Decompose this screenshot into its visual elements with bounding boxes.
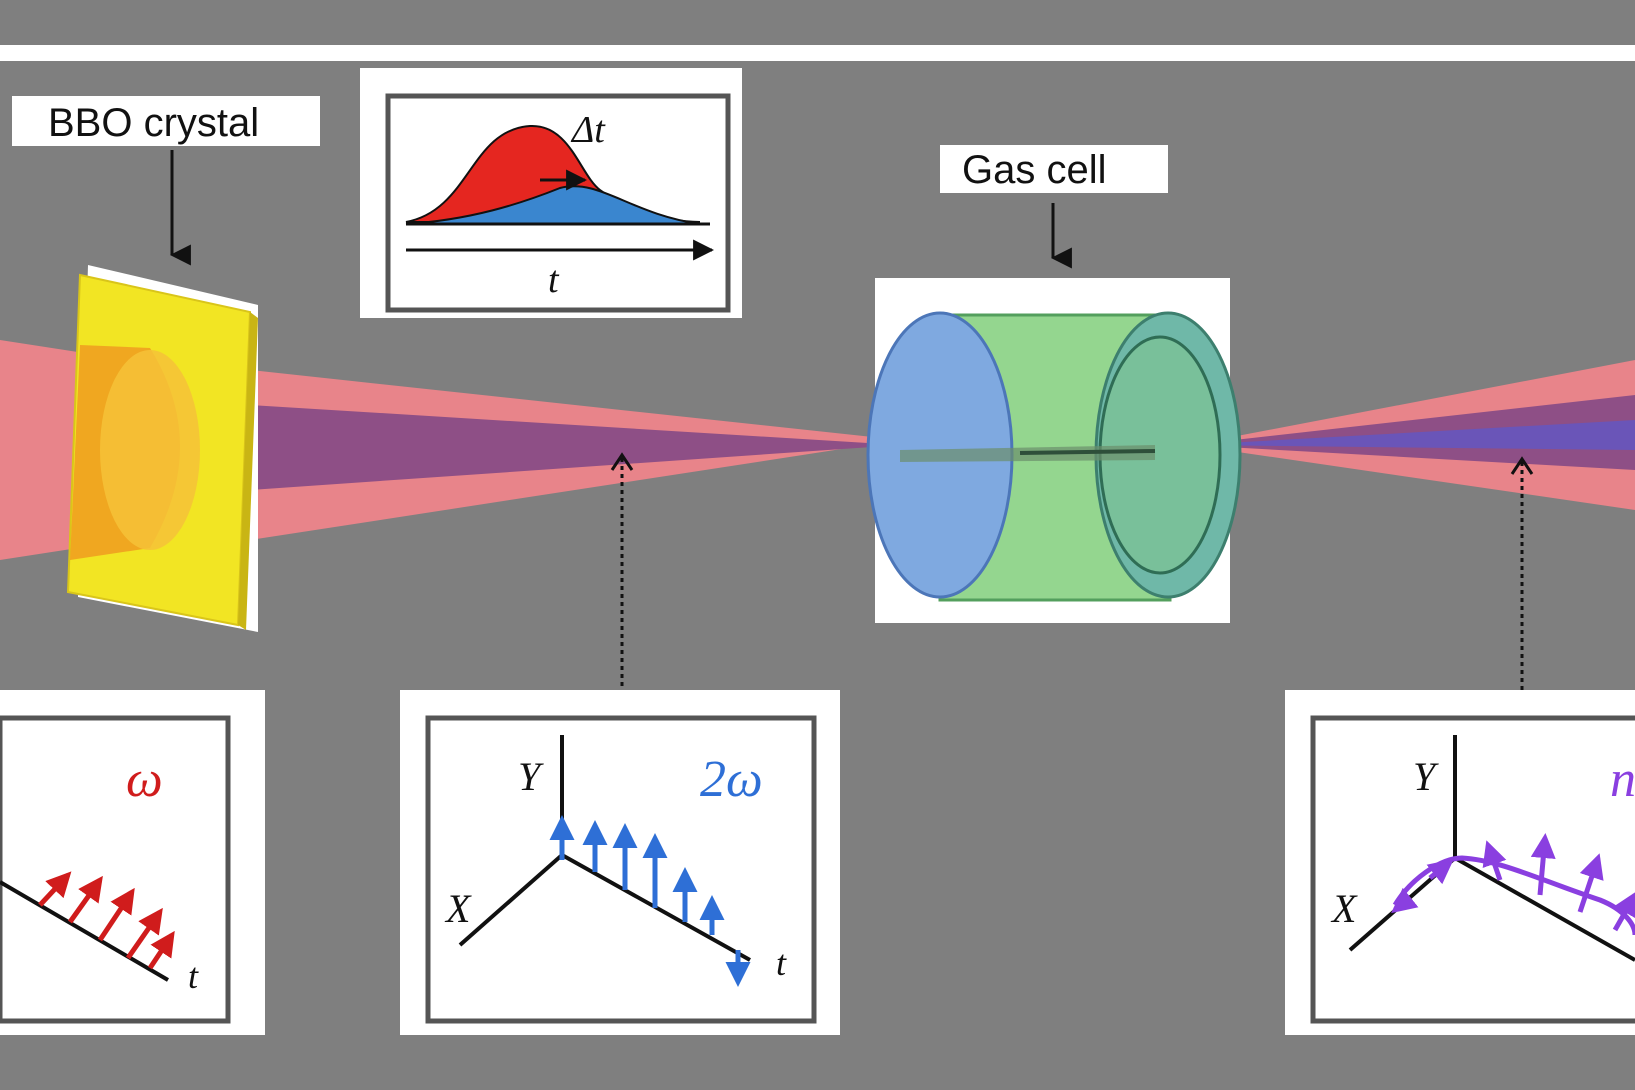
diverging-harmonic-beam [1190, 420, 1635, 450]
laser-beam [0, 340, 1635, 560]
gas-cell-label-box [940, 145, 1168, 193]
omega-t-label: t [188, 956, 199, 996]
gas-cell [866, 278, 1242, 623]
two-omega-label: 2ω [700, 751, 763, 808]
harmonic-field-panel: Y X n [1285, 690, 1635, 1035]
omega-label: ω [126, 751, 163, 808]
gas-cell-label: Gas cell [962, 148, 1107, 192]
two-omega-x-label: X [444, 886, 472, 931]
time-axis-label: t [548, 259, 560, 301]
two-omega-field-panel: Y X 2ω t [400, 690, 840, 1035]
bbo-label-box [12, 96, 320, 146]
harmonic-x-label: X [1330, 886, 1358, 931]
bbo-crystal-label: BBO crystal [48, 101, 259, 145]
top-border-line [0, 45, 1635, 61]
delay-label: Δt [570, 109, 606, 151]
two-omega-t-label: t [776, 943, 787, 983]
converging-purple-beam [250, 405, 900, 490]
harmonic-y-label: Y [1413, 754, 1439, 799]
two-omega-y-label: Y [518, 754, 544, 799]
blue-pulse [405, 185, 701, 225]
harmonic-order-label: n [1610, 751, 1635, 808]
bbo-crystal [66, 265, 258, 632]
omega-field-panel: ω t [0, 690, 265, 1035]
pulse-delay-inset: Δt t [360, 68, 742, 318]
